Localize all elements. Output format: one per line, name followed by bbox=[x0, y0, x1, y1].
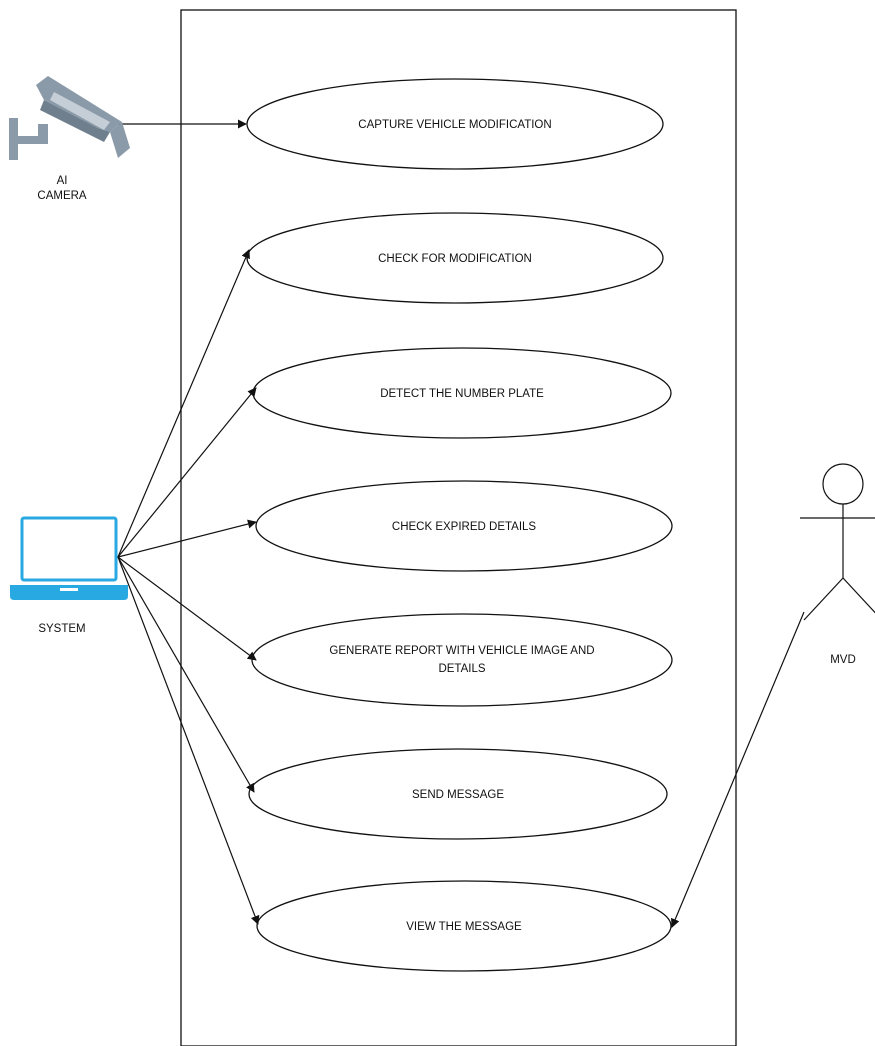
use-case-label: DETECT THE NUMBER PLATE bbox=[380, 388, 544, 400]
use-case-view-the-message[interactable]: VIEW THE MESSAGE bbox=[256, 880, 672, 972]
use-case-label: VIEW THE MESSAGE bbox=[406, 921, 522, 933]
use-case-label: SEND MESSAGE bbox=[412, 789, 504, 801]
actor-label: SYSTEM bbox=[38, 623, 85, 635]
use-case-generate-report[interactable]: GENERATE REPORT WITH VEHICLE IMAGE AND D… bbox=[251, 613, 673, 707]
use-case-detect-the-number-plate[interactable]: DETECT THE NUMBER PLATE bbox=[252, 347, 672, 439]
use-case-label-line1: GENERATE REPORT WITH VEHICLE IMAGE AND bbox=[329, 645, 594, 657]
actor-label-line1: AI bbox=[57, 175, 68, 187]
association-system-generate-report bbox=[117, 556, 257, 661]
association-system-view-message bbox=[117, 556, 260, 925]
association-system-send-message bbox=[117, 556, 255, 793]
system-boundary bbox=[180, 9, 737, 1046]
use-case-label: CHECK FOR MODIFICATION bbox=[378, 253, 532, 265]
laptop-icon bbox=[10, 516, 128, 600]
association-system-check-modification bbox=[117, 249, 250, 558]
use-case-check-for-modification[interactable]: CHECK FOR MODIFICATION bbox=[246, 212, 664, 304]
use-case-label: CHECK EXPIRED DETAILS bbox=[392, 521, 537, 533]
use-case-capture-vehicle-modification[interactable]: CAPTURE VEHICLE MODIFICATION bbox=[246, 78, 664, 170]
use-case-label: CAPTURE VEHICLE MODIFICATION bbox=[358, 119, 551, 131]
use-case-send-message[interactable]: SEND MESSAGE bbox=[248, 748, 668, 840]
actor-mvd[interactable]: MVD bbox=[800, 463, 875, 666]
actor-label-line2: CAMERA bbox=[37, 190, 87, 202]
association-mvd-view-message bbox=[670, 611, 805, 928]
use-case-check-expired-details[interactable]: CHECK EXPIRED DETAILS bbox=[255, 480, 673, 572]
actor-system[interactable]: SYSTEM bbox=[10, 516, 128, 635]
actor-ai-camera[interactable]: AI CAMERA bbox=[9, 76, 130, 202]
use-case-label-line2: DETAILS bbox=[438, 663, 485, 675]
association-system-check-expired bbox=[117, 519, 257, 558]
actor-label: MVD bbox=[830, 654, 856, 666]
association-system-detect-plate bbox=[117, 387, 257, 558]
security-camera-icon bbox=[9, 76, 130, 160]
stick-figure-icon bbox=[800, 463, 875, 621]
